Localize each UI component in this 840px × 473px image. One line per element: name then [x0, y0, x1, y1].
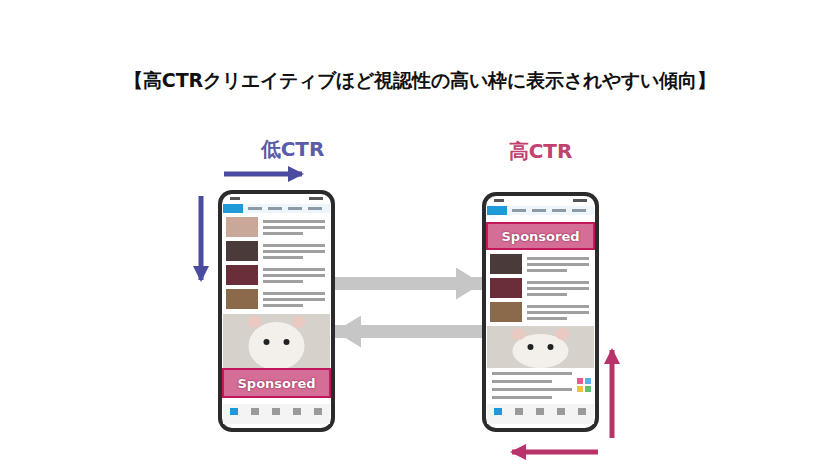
phone-mockup: 高CTRSponsored — [482, 192, 599, 432]
ad-label: Sponsored — [501, 229, 579, 244]
ad-label: Sponsored — [237, 376, 315, 391]
scan-arrow — [199, 196, 204, 280]
scan-arrow — [224, 172, 302, 177]
ctr-heading: 低CTR — [194, 136, 391, 163]
phone-mockup: 低CTRSponsored — [218, 190, 335, 432]
ad-slot: Sponsored — [486, 222, 595, 250]
scan-arrow — [610, 350, 615, 438]
diagram-title: 【高CTRクリエイティブほど視認性の高い枠に表示されやすい傾向】 — [0, 68, 840, 94]
ad-slot: Sponsored — [222, 368, 331, 398]
ctr-heading: 高CTR — [442, 138, 639, 165]
swap-arrow — [335, 325, 482, 338]
swap-arrow — [335, 277, 482, 290]
scan-arrow — [512, 450, 598, 455]
